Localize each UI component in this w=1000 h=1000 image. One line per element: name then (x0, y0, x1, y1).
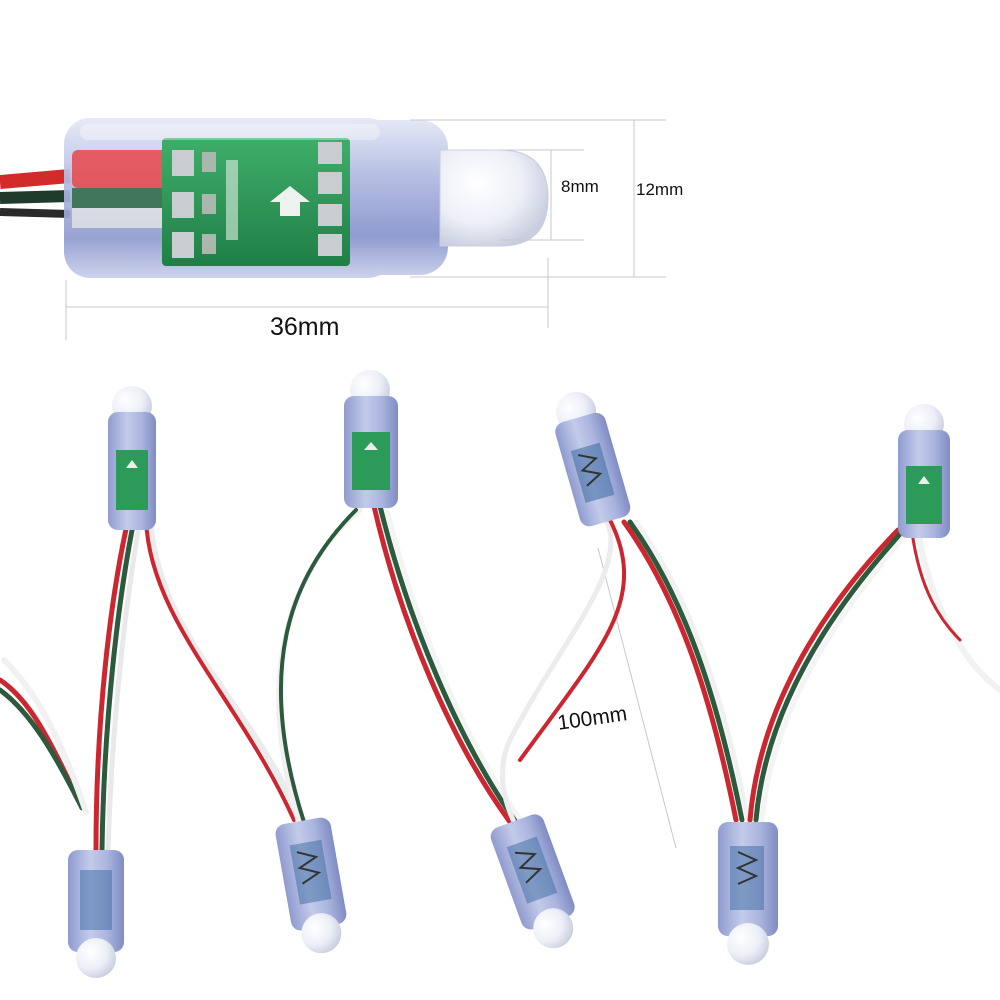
closeup-pad (318, 172, 342, 194)
pixel-module-top-3 (555, 391, 631, 527)
wire-bundle (759, 527, 913, 823)
closeup-pad (172, 150, 194, 176)
wire-bundle (633, 519, 751, 823)
closeup-pad (318, 234, 342, 256)
wire-bundle (753, 527, 907, 823)
closeup-led-lens (439, 149, 549, 247)
wire-bundle (278, 508, 358, 824)
wire-bundle (105, 517, 143, 853)
direction-arrow-icon (918, 476, 930, 484)
closeup-wire-green (0, 190, 71, 204)
wire-bundle (499, 507, 614, 825)
closeup-housing-collar (340, 120, 448, 275)
lens-diameter-label: 8mm (561, 177, 599, 196)
module-length-label: 36mm (270, 313, 340, 341)
pixel-module-bottom-3 (490, 814, 575, 949)
wire-bundle (377, 503, 519, 825)
closeup-pad (172, 232, 194, 258)
chained-modules (0, 503, 1000, 853)
pixel-module-top-1 (108, 386, 156, 530)
wire-bundle (371, 503, 513, 825)
dimension-lines (65, 119, 677, 849)
wire-bundle (915, 529, 1000, 693)
direction-arrow-icon (270, 186, 310, 216)
wire-bundle (99, 517, 137, 853)
wire-bundle (0, 687, 85, 811)
pixel-module-bottom-4 (718, 822, 778, 965)
pixel-module-bottom-2 (275, 817, 347, 954)
wire-bundle (621, 519, 739, 823)
wire-bundle (518, 518, 626, 762)
wire-bundle (910, 530, 962, 642)
wire-bundle (1, 657, 89, 815)
pixel-module-top-4 (898, 404, 950, 538)
closeup-wire-white (0, 208, 71, 218)
wire-bundle (147, 517, 303, 823)
wire-bundle (627, 519, 745, 823)
direction-arrow-icon (126, 460, 138, 468)
module-diameter-label: 12mm (636, 180, 684, 199)
closeup-module (0, 118, 549, 278)
closeup-pad (318, 142, 342, 164)
wire-bundle (93, 517, 131, 853)
pixel-module-bottom-1 (68, 850, 124, 978)
wire-bundle (144, 518, 296, 822)
closeup-pad (172, 192, 194, 218)
wire-bundle (383, 503, 525, 825)
closeup-wire-red (0, 169, 71, 189)
direction-arrow-icon (364, 442, 378, 450)
wire-bundle (747, 527, 901, 823)
pixel-module-top-2 (344, 370, 398, 508)
closeup-pad (318, 204, 342, 226)
